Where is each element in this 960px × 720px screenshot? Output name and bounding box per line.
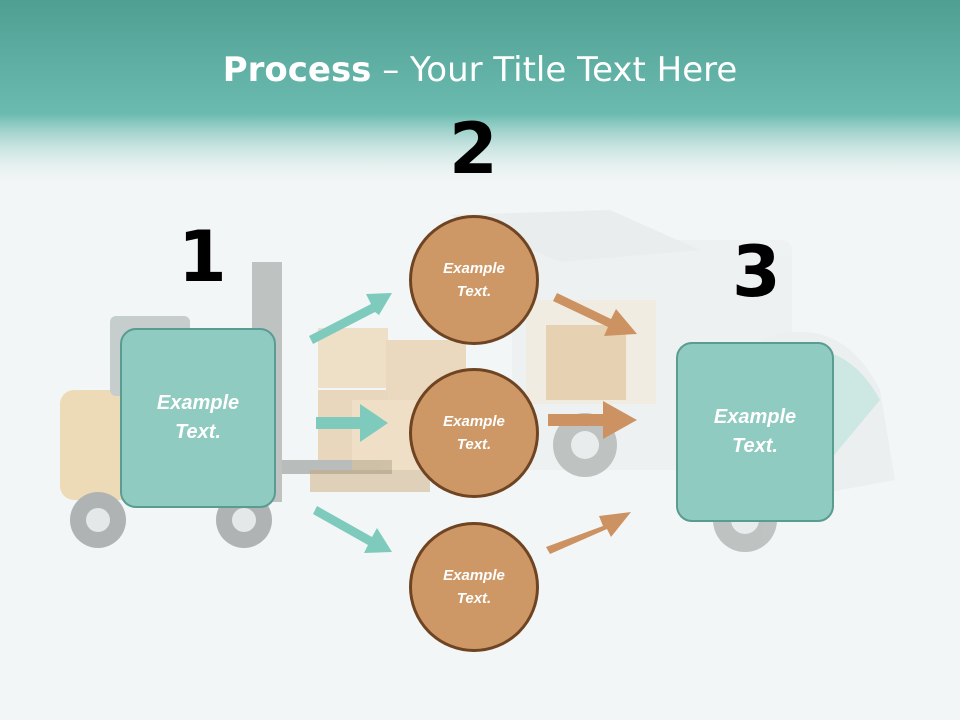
step-box-1-line1: Example xyxy=(156,392,240,414)
step-box-1: Example Text. xyxy=(120,328,276,508)
circle-3-line2: Text. xyxy=(456,590,492,607)
circle-2-line2: Text. xyxy=(456,436,492,453)
step-box-1-line2: Text. xyxy=(175,421,221,443)
step-box-3: Example Text. xyxy=(676,342,834,522)
circle-2: Example Text. xyxy=(409,368,539,498)
step-number-3: 3 xyxy=(732,231,781,313)
slide-title: Process – Your Title Text Here xyxy=(0,50,960,90)
teal-arrow-down xyxy=(313,506,392,553)
title-bold: Process xyxy=(222,50,372,90)
step-number-2: 2 xyxy=(449,108,498,190)
circle-2-line1: Example xyxy=(443,413,505,430)
step-box-3-line1: Example xyxy=(713,406,797,428)
teal-arrow-right xyxy=(316,404,388,442)
circle-3-line1: Example xyxy=(443,567,505,584)
orange-arrow-up xyxy=(546,512,631,554)
teal-arrow-up xyxy=(309,293,392,344)
title-rest: – Your Title Text Here xyxy=(371,50,738,90)
step-box-3-line2: Text. xyxy=(732,435,778,457)
circle-1: Example Text. xyxy=(409,215,539,345)
orange-arrow-right xyxy=(548,401,637,439)
orange-arrow-down xyxy=(553,293,637,336)
circle-1-line2: Text. xyxy=(456,283,492,300)
circle-3: Example Text. xyxy=(409,522,539,652)
step-number-1: 1 xyxy=(178,216,227,298)
circle-1-line1: Example xyxy=(443,260,505,277)
